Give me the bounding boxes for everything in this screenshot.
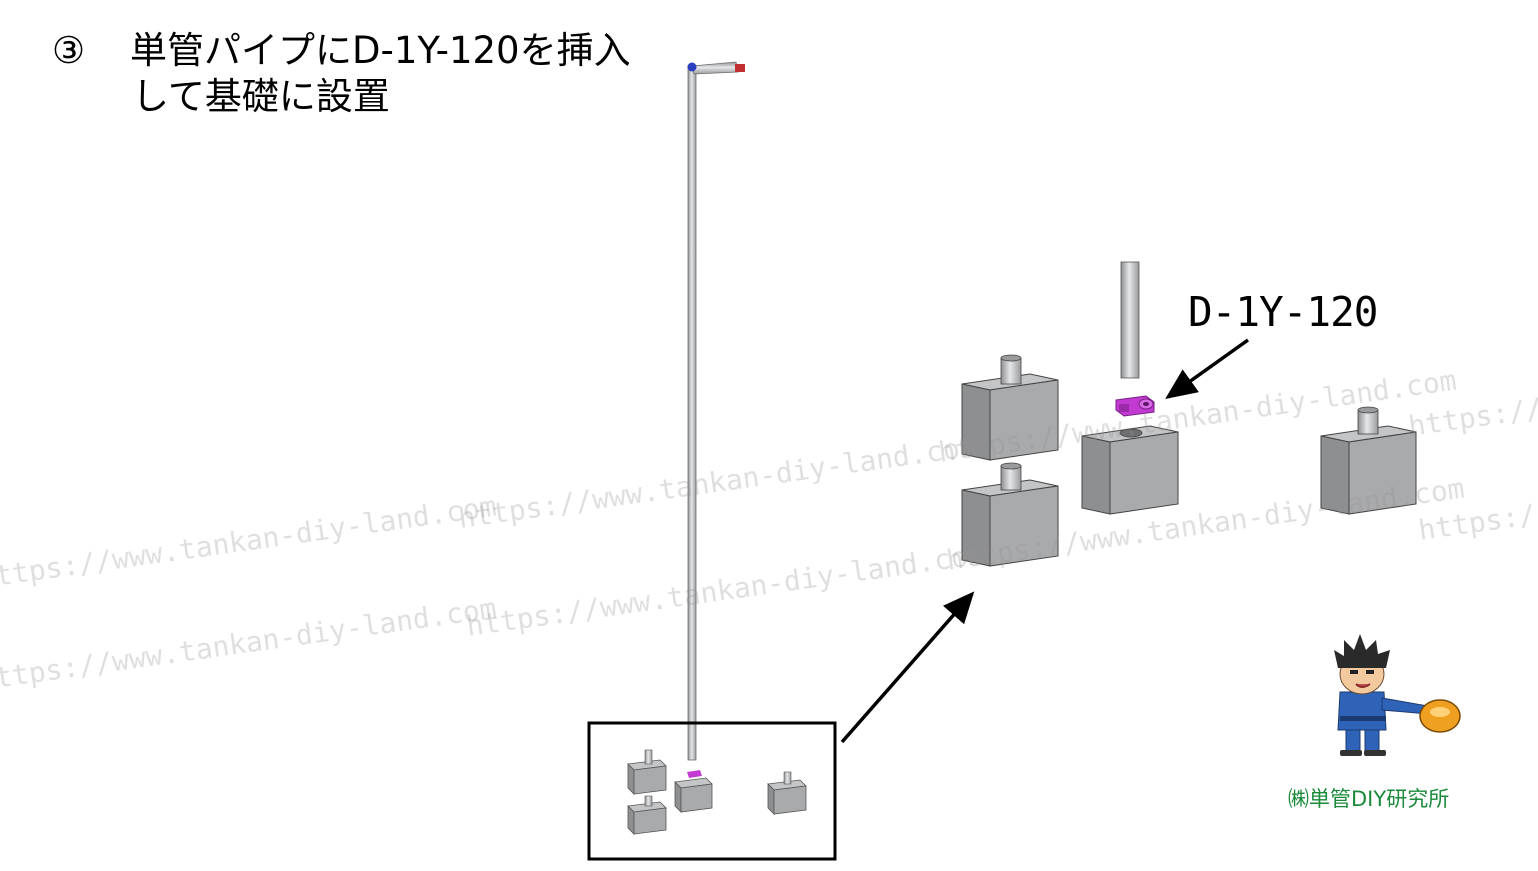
small-block-left-top	[627, 749, 667, 795]
watermark-text: https://www.tankan-diy-land.com	[0, 592, 498, 697]
overview-blocks	[627, 749, 807, 835]
part-label: D-1Y-120	[1188, 288, 1378, 336]
watermark-text: https://www.tankan-diy-land.com	[456, 430, 978, 535]
small-block-right	[767, 771, 807, 815]
elbow-joint-icon	[687, 62, 697, 72]
step-number: ③	[52, 29, 86, 72]
large-block-right	[1320, 406, 1417, 515]
large-block-left-bottom	[961, 462, 1059, 567]
company-name: ㈱単管DIY研究所	[1288, 787, 1450, 811]
title-line-1: 単管パイプにD-1Y-120を挿入	[130, 29, 631, 72]
large-pipe-segment	[1120, 261, 1140, 379]
small-block-middle	[674, 770, 713, 813]
zoom-arrow	[840, 591, 975, 744]
overview-pipe	[687, 61, 745, 761]
large-block-left-top	[961, 354, 1059, 461]
title-line-2: して基礎に設置	[132, 75, 390, 118]
watermark-layer: https://www.tankan-diy-land.com https://…	[0, 338, 1538, 697]
large-block-middle	[1081, 425, 1179, 515]
fitting-d-1y-120-icon	[1115, 395, 1155, 417]
mascot-character-icon	[1334, 634, 1461, 756]
detail-frame	[587, 721, 837, 861]
page-title: ③ 単管パイプにD-1Y-120を挿入 して基礎に設置	[52, 28, 631, 120]
watermark-text: https://www.tankan-diy-land.com	[0, 490, 498, 595]
pipe-cap-icon	[735, 64, 745, 72]
watermark-text: https://www.tankan-diy-land.com	[464, 538, 986, 643]
small-block-left-bottom	[627, 795, 667, 835]
label-arrow	[1165, 338, 1250, 400]
